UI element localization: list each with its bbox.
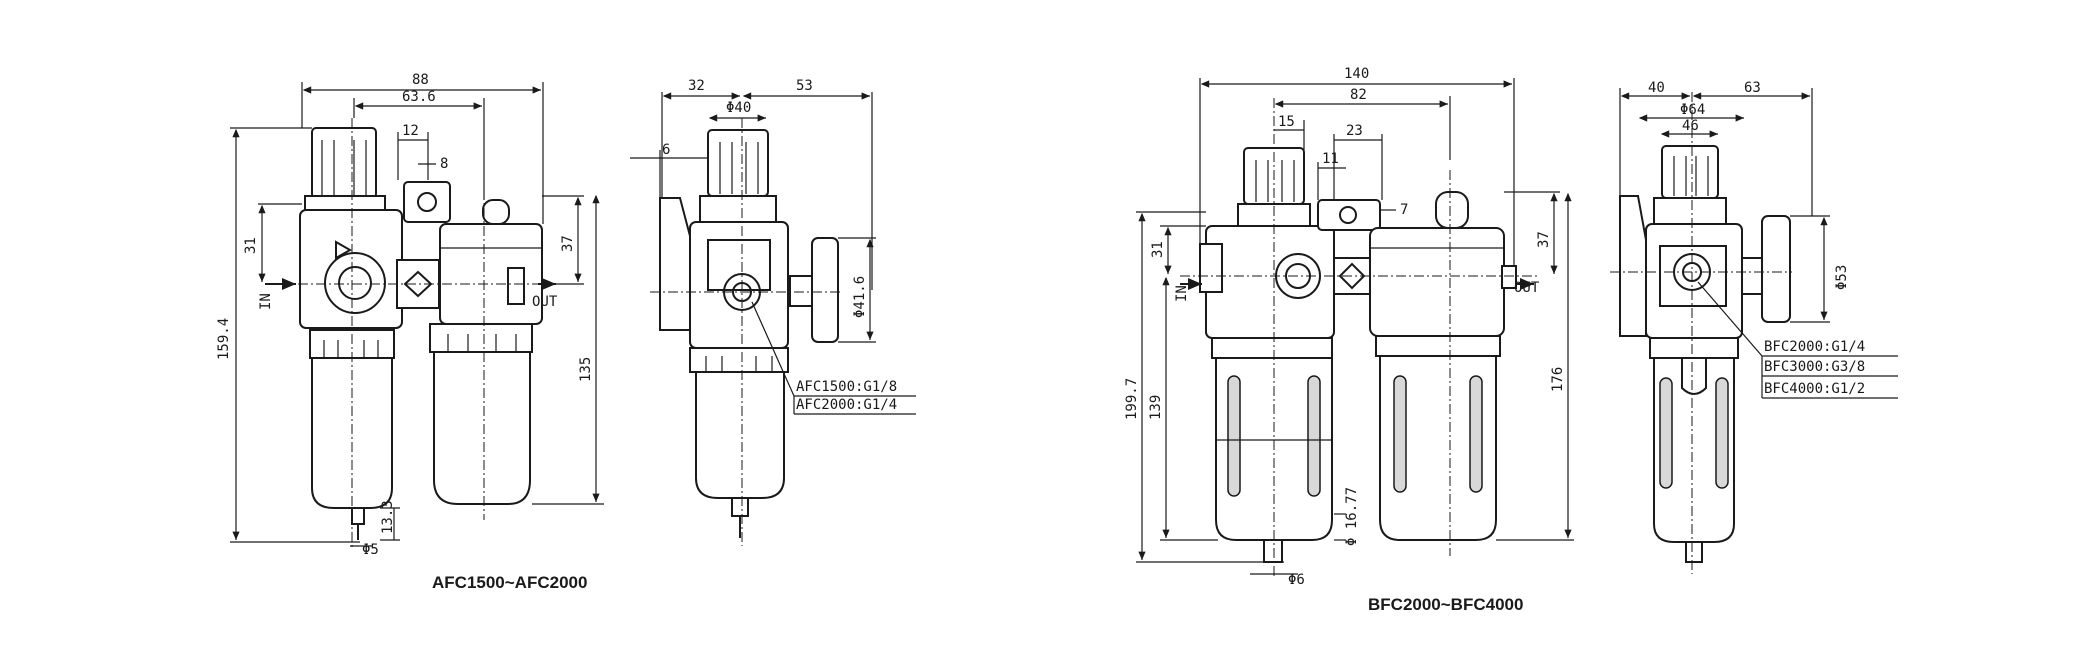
- bfc-dim-16-77: Φ 16.77: [1344, 487, 1360, 546]
- afc-side-dim-phi40: Φ40: [726, 100, 751, 116]
- afc-side-dim-phi41-6: Φ41.6: [852, 276, 868, 318]
- bfc-side-dim-phi64: Φ64: [1680, 102, 1705, 118]
- bfc-port-in-label: IN: [1174, 285, 1190, 302]
- afc-port-note-1: AFC1500:G1/8: [796, 379, 897, 395]
- afc-caption: AFC1500~AFC2000: [432, 573, 587, 592]
- bfc-dim-140: 140: [1344, 66, 1369, 82]
- bfc-front-view: [1136, 78, 1574, 576]
- afc-side-view: [630, 92, 916, 546]
- bfc-dim-phi6: Φ6: [1288, 572, 1305, 588]
- bfc-dim-199-7: 199.7: [1124, 378, 1140, 420]
- bfc-port-note-3: BFC4000:G1/2: [1764, 381, 1865, 397]
- afc-dim-12: 12: [402, 123, 419, 139]
- afc-port-out-label: OUT: [532, 294, 558, 310]
- bfc-side-view: [1610, 88, 1898, 574]
- afc-side-dim-32: 32: [688, 78, 705, 94]
- bfc-caption: BFC2000~BFC4000: [1368, 595, 1523, 614]
- afc-dim-phi5: Φ5: [362, 542, 379, 558]
- afc-dim-13-3: 13.3: [380, 500, 396, 534]
- afc-front-view: [230, 82, 604, 548]
- bfc-dim-15: 15: [1278, 114, 1295, 130]
- bfc-side-dim-46: 46: [1682, 118, 1699, 134]
- afc-dim-159-4: 159.4: [216, 318, 232, 360]
- afc-side-dim-6: 6: [662, 142, 670, 158]
- afc-dim-31: 31: [243, 237, 259, 254]
- bfc-dim-37: 37: [1536, 231, 1552, 248]
- bfc-dim-7: 7: [1400, 202, 1408, 218]
- afc-dim-88: 88: [412, 72, 429, 88]
- bfc-dim-31: 31: [1150, 241, 1166, 258]
- bfc-dim-23: 23: [1346, 123, 1363, 139]
- bfc-side-dim-63: 63: [1744, 80, 1761, 96]
- bfc-dim-139: 139: [1148, 395, 1164, 420]
- afc-port-in-label: IN: [258, 293, 274, 310]
- bfc-port-note-2: BFC3000:G3/8: [1764, 359, 1865, 375]
- afc-side-dim-53: 53: [796, 78, 813, 94]
- bfc-port-note-1: BFC2000:G1/4: [1764, 339, 1865, 355]
- afc-dim-8: 8: [440, 156, 448, 172]
- afc-port-note-2: AFC2000:G1/4: [796, 397, 897, 413]
- bfc-port-out-label: OUT: [1514, 280, 1540, 296]
- afc-dim-135: 135: [578, 357, 594, 382]
- bfc-dim-11: 11: [1322, 151, 1339, 167]
- bfc-side-dim-phi53: Φ53: [1834, 265, 1850, 290]
- afc-dim-63-6: 63.6: [402, 89, 436, 105]
- bfc-dim-82: 82: [1350, 87, 1367, 103]
- bfc-dim-176: 176: [1550, 367, 1566, 392]
- bfc-side-dim-40: 40: [1648, 80, 1665, 96]
- afc-dim-37: 37: [560, 235, 576, 252]
